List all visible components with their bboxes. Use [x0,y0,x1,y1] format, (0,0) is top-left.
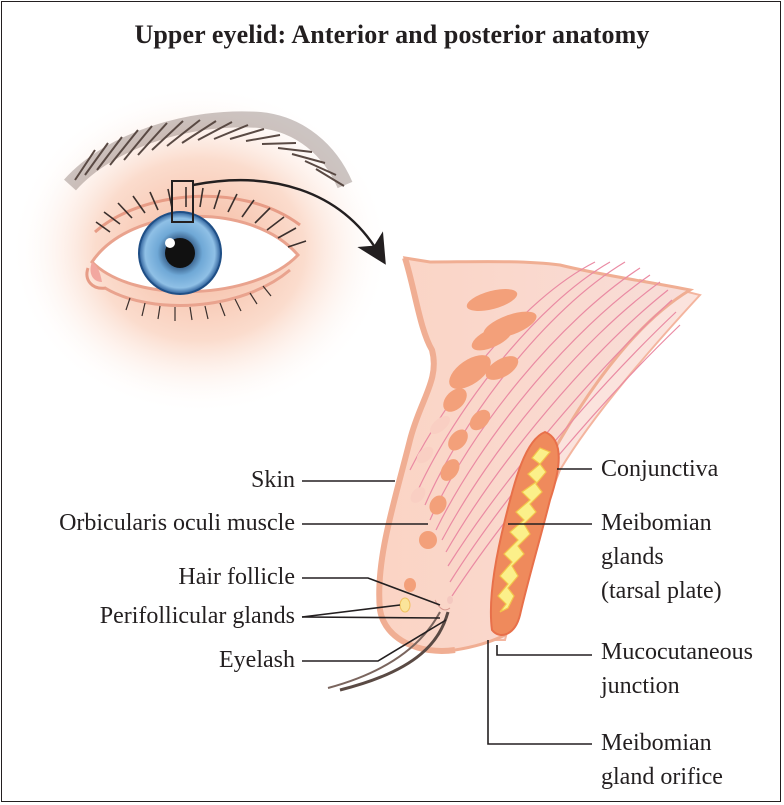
label-meibomian-gland-orifice-line2: gland orifice [601,763,723,792]
label-perifollicular-glands: Perifollicular glands [100,602,295,631]
label-orbicularis-oculi-muscle: Orbicularis oculi muscle [59,509,295,538]
perifollicular-gland [400,598,410,612]
label-mucocutaneous-junction-line2: junction [601,672,680,701]
label-meibomian-gland-orifice-line1: Meibomian [601,729,712,758]
label-meibomian-glands-line3: (tarsal plate) [601,577,722,606]
label-conjunctiva: Conjunctiva [601,455,718,484]
label-eyelash: Eyelash [219,646,295,675]
label-meibomian-glands-line1: Meibomian [601,509,712,538]
label-mucocutaneous-junction-line1: Mucocutaneous [601,638,753,667]
label-hair-follicle: Hair follicle [178,563,295,592]
label-meibomian-glands-line2: glands [601,543,664,572]
label-skin: Skin [251,466,295,495]
